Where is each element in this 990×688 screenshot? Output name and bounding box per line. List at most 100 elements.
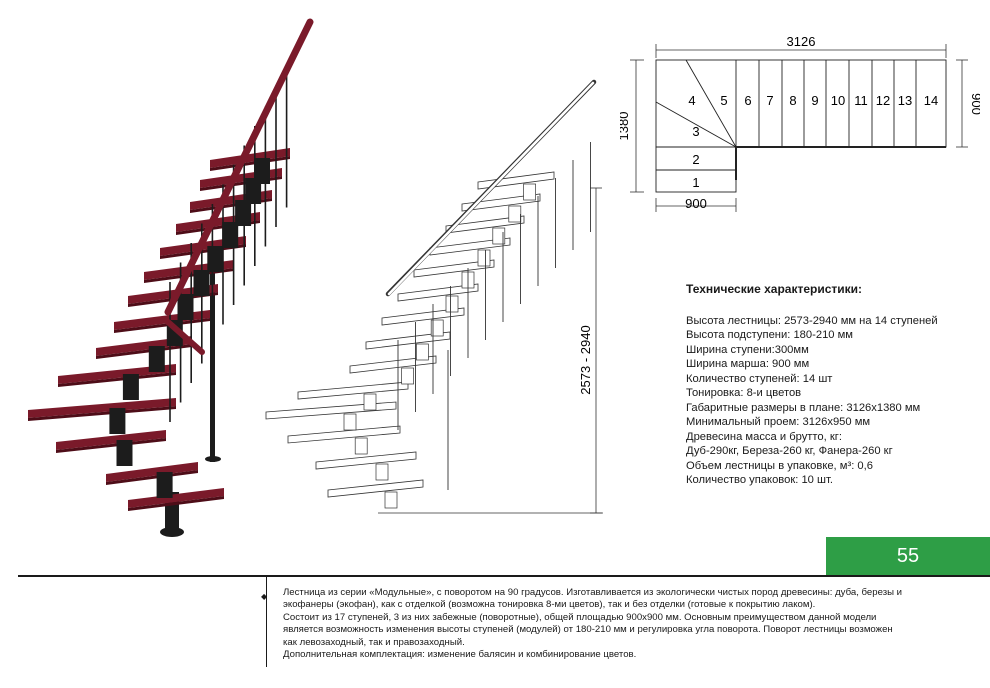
landing-dimension-label: 900	[685, 196, 707, 211]
line-steps	[265, 171, 555, 509]
tread-outline	[349, 355, 437, 374]
step-number: 11	[854, 93, 868, 108]
tread-outline	[445, 215, 525, 234]
tread-outline	[365, 331, 451, 350]
tread-edge	[56, 438, 166, 453]
page-number-badge: 55	[826, 537, 990, 575]
description-line: является возможность изменения высоты ст…	[283, 624, 893, 636]
tread-edge	[114, 318, 210, 333]
tread-outline	[461, 193, 541, 212]
description-line: экофанеры (экофан), как с отделкой (возм…	[283, 599, 816, 611]
stringer-module	[116, 440, 133, 466]
tread-outline	[315, 451, 417, 470]
module-outline	[354, 437, 368, 455]
step-number: 12	[876, 93, 890, 108]
description-line: Дополнительная комплектация: изменение б…	[283, 649, 637, 661]
tread	[128, 488, 224, 508]
photo-handrail	[164, 18, 314, 422]
module-outline	[508, 205, 522, 223]
vertical-divider	[266, 577, 267, 667]
tread-edge	[96, 344, 192, 359]
step-number: 2	[692, 152, 699, 167]
spec-line: Дуб-290кг, Береза-260 кг, Фанера-260 кг	[686, 445, 893, 457]
tread-outline	[265, 401, 397, 420]
tread-outline	[413, 259, 495, 278]
post-foot	[160, 527, 184, 537]
module-outline	[384, 491, 398, 509]
stringer-module	[245, 178, 262, 204]
step-number: 6	[744, 93, 751, 108]
march-width-dimension-label: 900	[969, 93, 980, 115]
width-dimension-label: 1380	[620, 112, 631, 141]
tread	[28, 398, 176, 418]
tread	[56, 430, 166, 450]
module-outline	[477, 249, 491, 267]
spec-line: Ширина марша: 900 мм	[686, 358, 810, 370]
step-number: 13	[898, 93, 912, 108]
description-line: Лестница из серии «Модульные», с поворот…	[283, 587, 903, 598]
spec-line: Количество упаковок: 10 шт.	[686, 474, 833, 486]
stringer-module	[122, 374, 139, 400]
support-post	[210, 272, 215, 462]
step-number: 9	[811, 93, 818, 108]
stringer-module	[177, 294, 194, 320]
stringer-module	[109, 408, 126, 434]
spec-line: Высота подступени: 180-210 мм	[686, 329, 853, 341]
spec-line: Тонировка: 8-и цветов	[686, 387, 802, 399]
staircase-photo	[28, 18, 314, 537]
horizontal-divider	[18, 575, 990, 577]
handrail-highlight	[387, 81, 595, 296]
step-number: 4	[688, 93, 695, 108]
stringer-module	[148, 346, 165, 372]
tread	[210, 148, 290, 168]
staircase-line-drawing: 2573 - 2940	[265, 79, 603, 514]
handrail-end	[165, 319, 205, 355]
technical-specs: Технические характеристики: Высота лестн…	[686, 282, 986, 488]
module-outline	[375, 463, 389, 481]
module-outline	[416, 343, 429, 361]
spec-line: Объем лестницы в упаковке, м³: 0,6	[686, 459, 873, 472]
plan-view: 3126 1380 900 900 1 2 3 4 5 6 7 8 9 10 1…	[620, 34, 980, 212]
tread-outline	[397, 283, 479, 302]
stringer-module	[235, 200, 252, 226]
module-outline	[445, 295, 459, 313]
spec-line: Количество ступеней: 14 шт	[686, 372, 833, 385]
handrail	[164, 18, 314, 316]
plan-outline	[655, 59, 947, 193]
tread	[106, 462, 198, 482]
tread-edge	[128, 496, 224, 511]
photo-steps	[28, 148, 290, 537]
spec-line: Древесина масса и брутто, кг:	[686, 430, 842, 443]
tread-outline	[381, 307, 465, 326]
stringer-module	[156, 472, 173, 498]
tread-outline	[297, 381, 409, 400]
step-number: 10	[831, 93, 845, 108]
module-outline	[430, 319, 444, 337]
step-number: 3	[692, 124, 699, 139]
tread-outline	[327, 479, 424, 498]
step-number: 8	[789, 93, 796, 108]
product-description: Лестница из серии «Модульные», с поворот…	[283, 587, 973, 661]
line-handrail	[385, 79, 597, 430]
length-dimension-label: 3126	[787, 34, 816, 49]
plan-step-dividers	[758, 60, 917, 147]
step-number: 5	[720, 93, 727, 108]
spec-line: Минимальный проем: 3126х950 мм	[686, 416, 871, 428]
tread-outline	[287, 425, 401, 444]
bullet-icon: ◆	[261, 592, 268, 601]
spec-line: Ширина ступени:300мм	[686, 343, 809, 356]
module-outline	[343, 413, 357, 431]
tread-edge	[28, 406, 176, 421]
step-number: 7	[766, 93, 773, 108]
module-outline	[492, 227, 506, 245]
module-outline	[363, 393, 377, 411]
tread	[58, 364, 176, 384]
step-number: 14	[924, 93, 938, 108]
module-outline	[523, 183, 536, 201]
description-line: Состоит из 17 ступеней, 3 из них забежны…	[283, 611, 877, 623]
tread-edge	[106, 470, 198, 485]
spec-line: Габаритные размеры в плане: 3126х1380 мм	[686, 401, 921, 414]
description-line: как левозаходный, так и правозаходный.	[283, 636, 465, 648]
specs-title: Технические характеристики:	[686, 282, 863, 296]
module-outline	[401, 367, 414, 385]
